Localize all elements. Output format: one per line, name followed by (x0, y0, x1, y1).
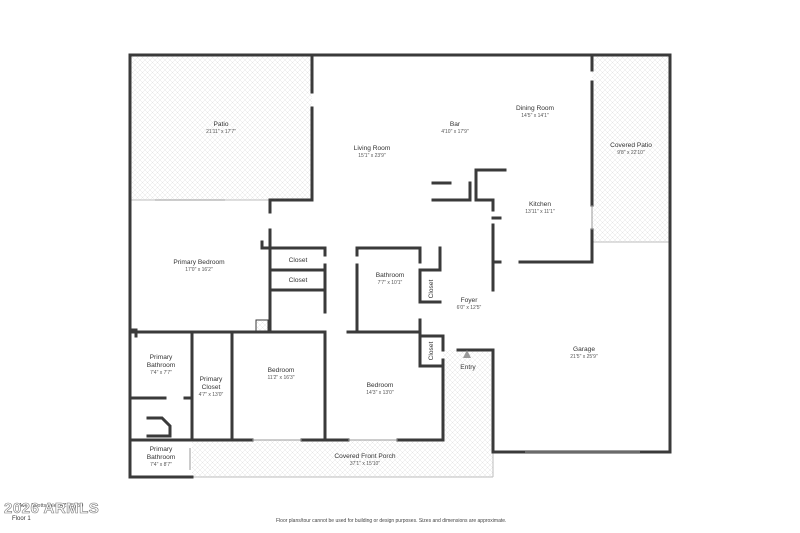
entry-arrow-icon (463, 350, 471, 358)
entry-label: Entry (460, 364, 476, 371)
patio-area (130, 55, 312, 200)
bedroom-a-dims: 11'2" x 16'3" (267, 375, 294, 381)
primary-bathroom-b-label-1: Primary (150, 446, 173, 453)
foyer-dims: 6'0" x 12'5" (457, 305, 482, 311)
dining-room-label: Dining Room (516, 105, 555, 112)
kitchen-dims: 13'11" x 11'1" (525, 209, 555, 215)
bedroom-b-label: Bedroom (367, 382, 394, 389)
covered-front-porch-dims: 37'1" x 15'10" (350, 461, 380, 467)
outdoor-areas (130, 55, 670, 477)
foyer-label: Foyer (461, 297, 479, 304)
outdoor-borders (130, 199, 670, 478)
patio-dims: 21'11" x 17'7" (206, 129, 236, 135)
garage-dims: 21'5" x 25'9" (570, 354, 598, 360)
covered-patio-area (592, 55, 670, 242)
dining-room-dims: 14'5" x 14'1" (521, 113, 549, 119)
primary-bathroom-b-label-2: Bathroom (147, 454, 176, 461)
patio-label: Patio (213, 121, 228, 128)
primary-bathroom-a-label-1: Primary (150, 354, 173, 361)
address-text: ...Ave, Scottsdale, AZ 85250 (14, 503, 84, 509)
garage-label: Garage (573, 346, 595, 353)
bedroom-b-dims: 14'3" x 13'0" (366, 390, 394, 396)
closet-d-label: Closet (428, 341, 435, 360)
primary-bathroom-a-dims: 7'4" x 7'7" (150, 370, 172, 376)
primary-closet-label-1: Primary (200, 376, 223, 383)
closet-b-label: Closet (289, 277, 308, 284)
primary-closet-dims: 4'7" x 13'0" (199, 392, 224, 398)
armls-watermark: 2026 ARMLS (4, 500, 100, 518)
bedroom-a-label: Bedroom (268, 367, 295, 374)
primary-closet-label-2: Closet (202, 384, 221, 391)
primary-bedroom-dims: 17'0" x 16'2" (185, 267, 213, 273)
covered-front-porch-label: Covered Front Porch (334, 453, 396, 460)
walls (128, 53, 672, 479)
covered-patio-label: Covered Patio (610, 142, 652, 149)
primary-bathroom-b-dims: 7'4" x 8'7" (150, 462, 172, 468)
living-room-label: Living Room (354, 145, 391, 152)
closet-pillar (255, 319, 269, 333)
front-porch-area (192, 440, 493, 477)
windows (155, 199, 640, 470)
bathroom-dims: 7'7" x 10'1" (378, 280, 403, 286)
floor-label: Floor 1 (12, 516, 31, 522)
covered-patio-dims: 9'8" x 22'10" (617, 150, 645, 156)
entry-area (443, 350, 493, 442)
primary-bathroom-a-label-2: Bathroom (147, 362, 176, 369)
disclaimer-text: Floor plans/tour cannot be used for buil… (276, 518, 507, 524)
primary-bedroom-label: Primary Bedroom (173, 259, 225, 266)
room-labels: Patio 21'11" x 17'7" Living Room 15'1" x… (147, 105, 653, 468)
bar-dims: 4'10" x 17'9" (441, 129, 469, 135)
bathroom-label: Bathroom (376, 272, 405, 279)
kitchen-label: Kitchen (529, 201, 551, 208)
living-room-dims: 15'1" x 23'9" (358, 153, 386, 159)
closet-c-label: Closet (428, 279, 435, 298)
bar-label: Bar (450, 121, 461, 128)
closet-a-label: Closet (289, 257, 308, 264)
